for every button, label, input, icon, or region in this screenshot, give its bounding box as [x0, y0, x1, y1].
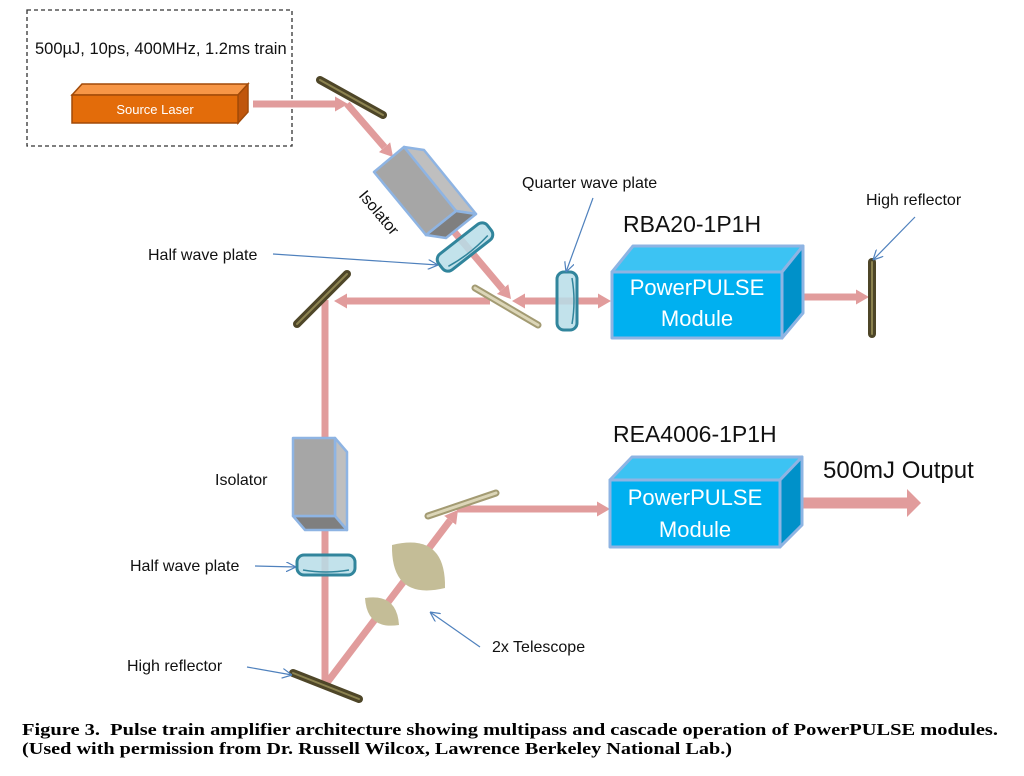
quarter-wave-plate	[555, 270, 579, 332]
quarter-wave-plate-pointer	[566, 197, 594, 272]
module1-name-line2: Module	[661, 306, 733, 331]
module1-name-line1: PowerPULSE	[630, 275, 765, 300]
source-laser: Source Laser	[70, 82, 250, 125]
polarizer	[471, 284, 542, 329]
module1-top-face	[610, 244, 805, 274]
half-wave-plate-stage1	[435, 221, 495, 273]
source-laser-top-face	[70, 83, 250, 96]
source-spec-label: 500µJ, 10ps, 400MHz, 1.2ms train	[35, 40, 287, 58]
telescope-pointer	[430, 612, 481, 648]
telescope-label: 2x Telescope	[492, 639, 585, 656]
high-reflector-stage1-label: High reflector	[866, 192, 962, 209]
module2-name-line2: Module	[659, 517, 731, 542]
output-label: 500mJ Output	[823, 457, 974, 484]
isolator-stage1	[372, 145, 478, 240]
beam-mirror-to-isolator	[344, 101, 394, 158]
figure-caption-line2: (Used with permission from Dr. Russell W…	[22, 739, 732, 758]
powerpulse-module-stage1: PowerPULSE Module	[610, 244, 805, 340]
module2-name-line1: PowerPULSE	[628, 485, 763, 510]
half-wave-plate-stage1-label: Half wave plate	[148, 247, 257, 264]
telescope-lens-small	[365, 597, 399, 626]
half-wave-plate-stage1-pointer	[272, 253, 438, 265]
fold-mirror	[293, 270, 351, 328]
powerpulse-module-stage2: PowerPULSE Module	[608, 455, 804, 549]
high-reflector-stage2-label: High reflector	[127, 658, 223, 675]
high-reflector-stage1-pointer	[873, 216, 916, 260]
half-wave-plate-stage2	[295, 553, 357, 577]
steering-mirror-1	[316, 76, 387, 119]
source-laser-front-face	[71, 94, 239, 124]
high-reflector-stage2	[289, 669, 363, 703]
module1-front-face	[610, 270, 784, 340]
quarter-wave-plate-label: Quarter wave plate	[522, 175, 657, 192]
isolator-stage2-label: Isolator	[215, 472, 268, 489]
source-enclosure	[26, 9, 293, 147]
figure-caption-line1: Figure 3. Pulse train amplifier architec…	[22, 720, 998, 739]
telescope-lens-large	[391, 542, 446, 591]
isolator-stage2	[291, 436, 349, 532]
half-wave-plate-stage2-pointer	[254, 566, 296, 567]
telescope-output-mirror	[424, 489, 500, 520]
module2-front-face	[608, 478, 782, 549]
module2-model-label: REA4006-1P1H	[613, 421, 777, 447]
high-reflector-stage2-pointer	[246, 666, 292, 675]
source-laser-label: Source Laser	[116, 102, 194, 117]
module1-model-label: RBA20-1P1H	[623, 211, 761, 237]
module2-top-face	[608, 455, 804, 482]
half-wave-plate-stage2-label: Half wave plate	[130, 558, 239, 575]
